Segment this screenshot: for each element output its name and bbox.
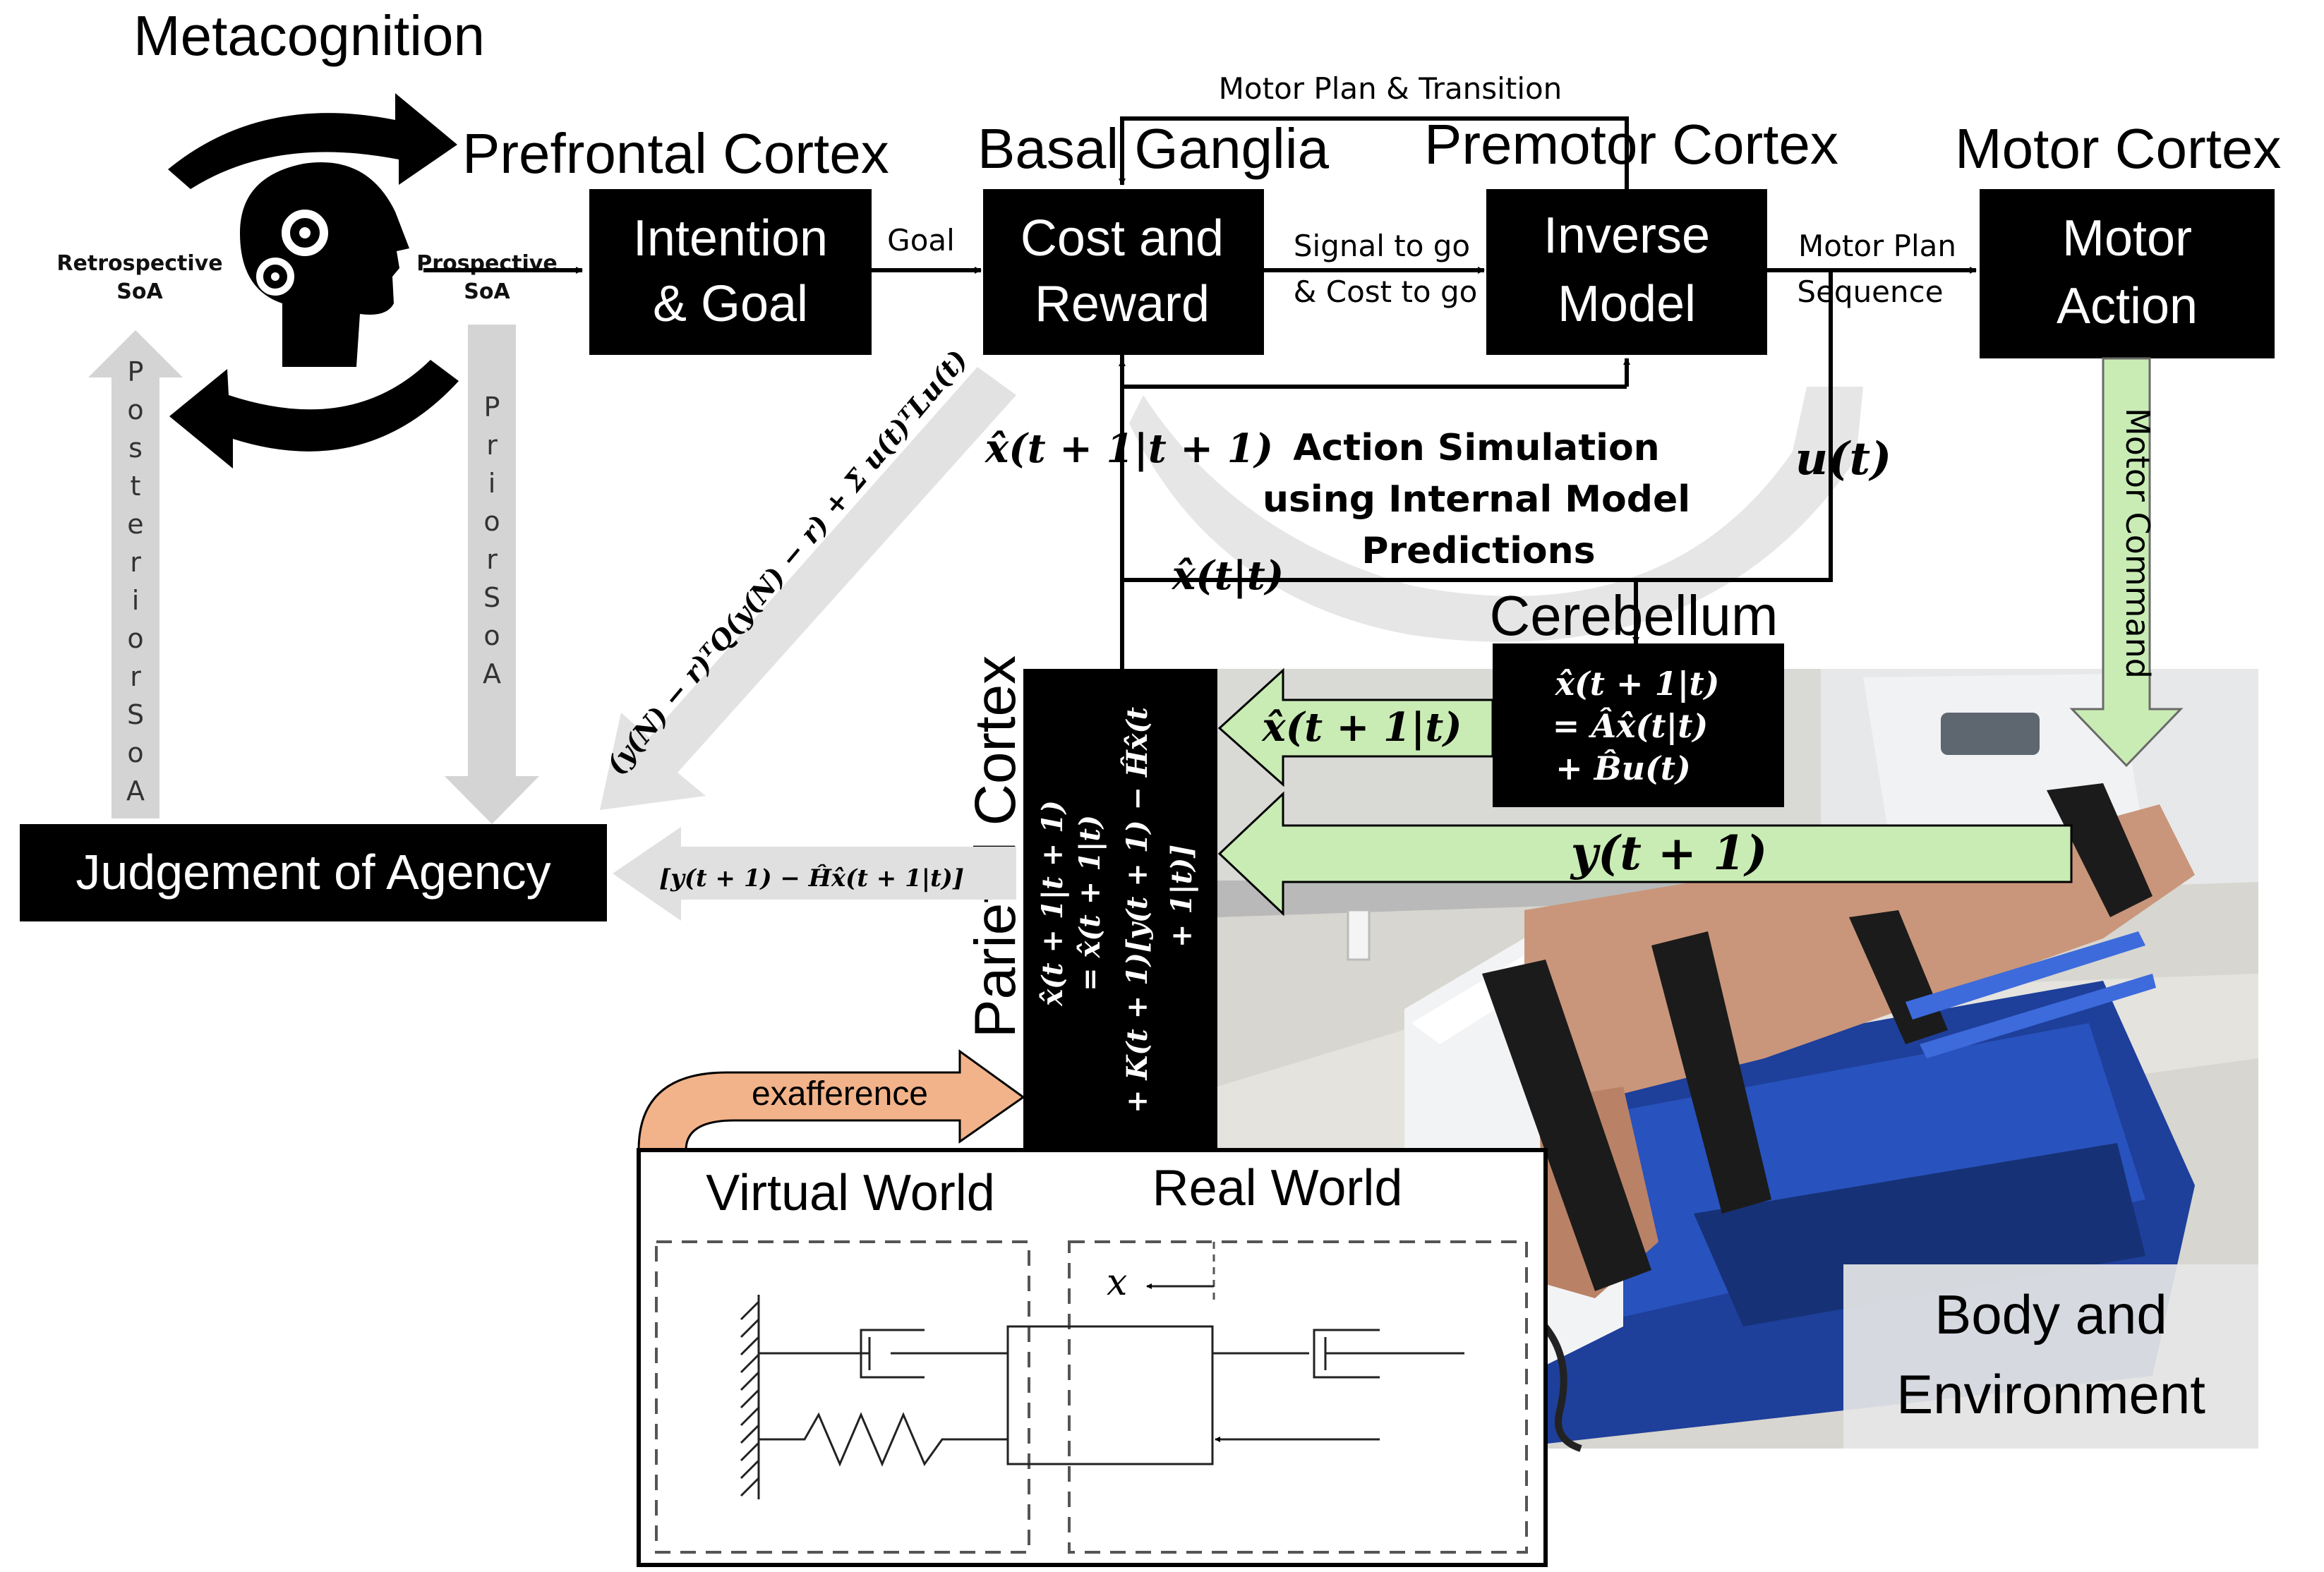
body-env-label-2: Environment (1896, 1363, 2205, 1425)
virtual-world-label: Virtual World (706, 1165, 995, 1221)
cost-function-label: (y(N) − r)ᵀQ(y(N) − r) + Σ u(t)ᵀLu(t) (600, 344, 974, 780)
metacognition-bottom-cycle-arrow (169, 360, 459, 468)
cost-reward-line-2: Reward (1035, 276, 1210, 332)
parietal-box (1023, 669, 1217, 1151)
signal-label-1: Signal to go (1294, 229, 1470, 263)
cerebellum-eq-2: = Âx̂(t|t) (1553, 706, 1708, 745)
cost-reward-line-1: Cost and (1020, 210, 1224, 267)
inverse-model-line-1: Inverse (1543, 207, 1710, 264)
inverse-model-box (1486, 189, 1767, 355)
intention-goal-line-2: & Goal (653, 276, 808, 332)
simulation-line-1: Action Simulation (1293, 427, 1659, 469)
x-displacement-label: x (1107, 1262, 1127, 1304)
virtual-world-frame (655, 1240, 1030, 1554)
simulation-line-2: using Internal Model (1263, 478, 1690, 521)
real-world-frame (1068, 1240, 1528, 1554)
metacognition-top-cycle-arrow (168, 93, 457, 189)
motor-command-arrow (2069, 357, 2184, 768)
x-next-label: x̂(t + 1|t) (1261, 704, 1462, 751)
motor-plan-transition-label: Motor Plan & Transition (1219, 71, 1563, 106)
cerebellum-label: Cerebellum (1489, 584, 1778, 647)
judgement-label: Judgement of Agency (76, 845, 550, 900)
cost-inverse-feedback-line (1120, 355, 1627, 389)
parietal-eq-3: + K(t + 1)[y(t + 1) − Ĥx̂(t (1121, 707, 1154, 1113)
inverse-model-line-2: Model (1558, 276, 1696, 332)
head-gears-icon (240, 162, 409, 368)
motor-action-line-2: Action (2057, 278, 2198, 334)
retrospective-soa-label-2: SoA (116, 279, 163, 304)
y-next-label: y(t + 1) (1570, 826, 1767, 881)
command-to-cerebellum-line (1636, 270, 1833, 582)
motor-cortex-label: Motor Cortex (1955, 117, 2281, 180)
cerebellum-box (1493, 643, 1784, 807)
cerebellum-eq-1: x̂(t + 1|t) (1555, 665, 1720, 703)
exafference-label: exafference (752, 1075, 928, 1113)
exafference-arrow (637, 1049, 1025, 1151)
innovation-label: [y(t + 1) − Ĥx̂(t + 1|t)] (659, 864, 964, 893)
premotor-cortex-label: Premotor Cortex (1424, 113, 1838, 176)
posterior-soa-arrow (88, 330, 183, 818)
motor-plan-label-1: Motor Plan (1798, 229, 1956, 263)
signal-label-2: & Cost to go (1294, 274, 1478, 309)
transition-loop-arrow (1119, 116, 1629, 189)
world-box (637, 1148, 1548, 1567)
prior-soa-arrow (445, 325, 539, 824)
basal-ganglia-label: Basal Ganglia (977, 117, 1330, 180)
body-env-label-1: Body and (1934, 1283, 2167, 1346)
parietal-eq-1: x̂(t + 1|t + 1) (1036, 800, 1069, 1007)
real-world-label: Real World (1152, 1160, 1403, 1216)
judgement-of-agency-box (20, 824, 607, 921)
cerebellum-eq-3: + B̂u(t) (1555, 749, 1691, 787)
mass-spring-damper-schematic (740, 1283, 1464, 1499)
intention-goal-line-1: Intention (633, 210, 828, 267)
x-now-label: x̂(t|t) (1172, 552, 1284, 599)
motor-action-line-1: Motor (2062, 210, 2192, 267)
x-pred-label: x̂(t + 1|t + 1) (985, 425, 1273, 472)
metacognition-title: Metacognition (133, 4, 485, 67)
simulation-line-3: Predictions (1361, 530, 1595, 572)
motor-action-box (1980, 189, 2275, 358)
parietal-eq-2: = x̂(t + 1|t) (1073, 815, 1107, 991)
retrospective-soa-label-1: Retrospective (56, 251, 222, 276)
innovation-arrow (613, 827, 1016, 921)
cost-function-arrow (600, 367, 1016, 810)
prospective-soa-label-2: SoA (464, 279, 510, 304)
intention-goal-box (589, 189, 872, 355)
u-label: u(t) (1795, 433, 1892, 485)
prefrontal-cortex-label: Prefrontal Cortex (462, 122, 889, 185)
cost-reward-box (983, 189, 1264, 355)
motor-plan-label-2: Sequence (1797, 274, 1943, 309)
y-next-arrow (1217, 791, 2073, 917)
goal-label: Goal (887, 223, 955, 258)
motor-command-label: Motor Command (2119, 408, 2157, 679)
parietal-eq-4: + 1|t)] (1165, 845, 1198, 948)
x-next-arrow (1217, 667, 1494, 787)
